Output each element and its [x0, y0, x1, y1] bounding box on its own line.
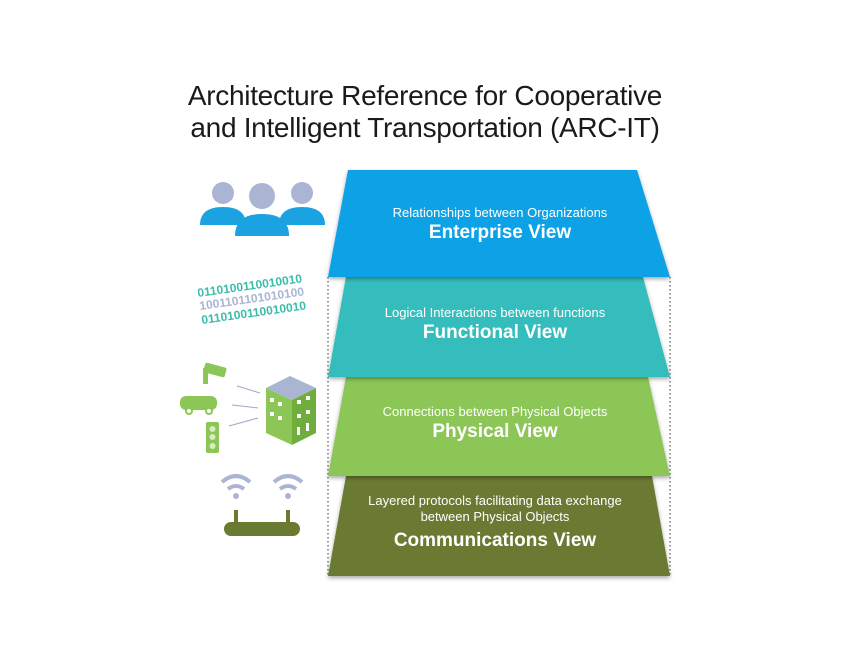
enterprise-name: Enterprise View — [428, 222, 572, 243]
binary-data-icon: 0110100110010010 1001101101010100 011010… — [196, 271, 307, 327]
functional-name: Functional View — [422, 322, 568, 343]
physical-layer — [328, 377, 670, 476]
diagram-title: Architecture Reference for Cooperative a… — [0, 80, 850, 144]
functional-view-label: Logical Interactions between functions F… — [335, 305, 655, 345]
enterprise-view-label: Relationships between Organizations Ente… — [340, 205, 660, 245]
title-line-1: Architecture Reference for Cooperative — [187, 80, 663, 111]
people-icon — [200, 182, 325, 236]
physical-subtitle: Connections between Physical Objects — [382, 404, 608, 419]
enterprise-layer — [328, 170, 670, 277]
communications-name: Communications View — [393, 530, 597, 551]
physical-name: Physical View — [432, 421, 558, 442]
functional-layer — [328, 277, 670, 377]
connected-devices-icon — [180, 362, 316, 453]
wireless-router-icon — [220, 474, 304, 536]
enterprise-subtitle: Relationships between Organizations — [392, 205, 608, 220]
communications-layer — [328, 476, 670, 576]
communications-subtitle: Layered protocols facilitating data exch… — [368, 493, 622, 524]
communications-view-label: Layered protocols facilitating data exch… — [355, 493, 635, 553]
functional-subtitle: Logical Interactions between functions — [384, 305, 606, 320]
physical-view-label: Connections between Physical Objects Phy… — [335, 404, 655, 444]
title-line-2: and Intelligent Transportation (ARC-IT) — [190, 112, 660, 143]
